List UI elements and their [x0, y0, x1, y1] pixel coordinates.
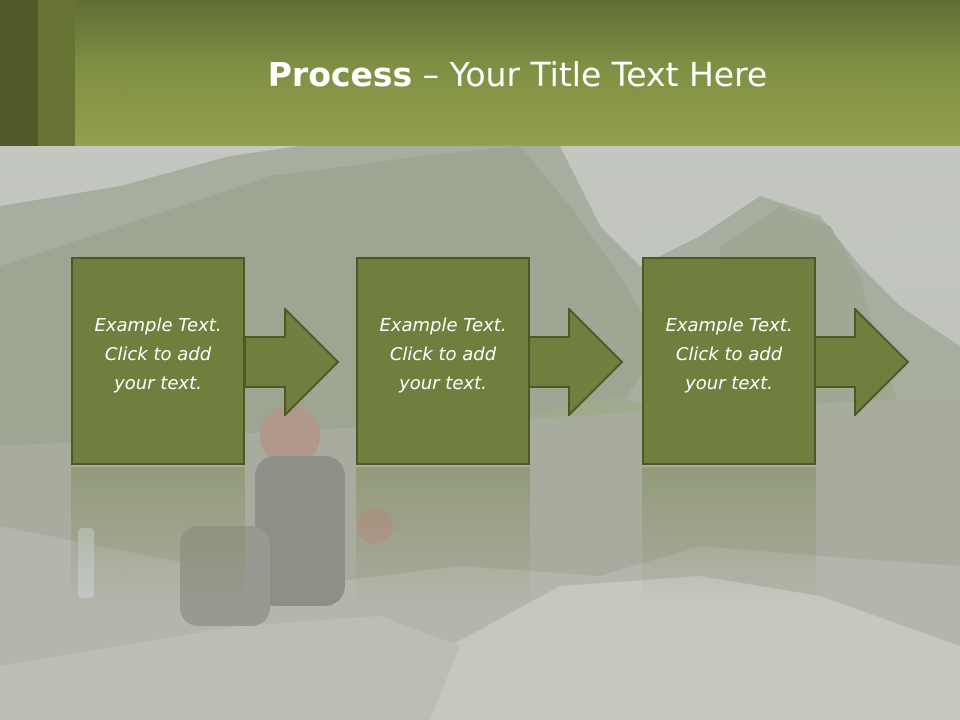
process-step-3[interactable]: Example Text. Click to add your text.: [642, 257, 816, 465]
step-reflection: [71, 467, 245, 607]
step-text-line3: your text.: [685, 373, 773, 394]
title-banner: Process – Your Title Text Here: [0, 0, 960, 146]
title-rest: – Your Title Text Here: [412, 55, 768, 94]
title-bold: Process: [267, 55, 413, 94]
right-arrow-icon: [528, 308, 624, 416]
step-text-line1: Example Text.: [665, 315, 793, 336]
step-text-line2: Click to add: [389, 344, 497, 365]
step-reflection: [356, 467, 530, 607]
step-text-line2: Click to add: [104, 344, 212, 365]
right-arrow-icon: [244, 308, 340, 416]
step-text-line1: Example Text.: [379, 315, 507, 336]
step-text: Example Text. Click to add your text.: [644, 311, 814, 398]
step-text: Example Text. Click to add your text.: [73, 311, 243, 398]
banner-accent-mid: [38, 0, 75, 146]
step-text-line3: your text.: [114, 373, 202, 394]
right-arrow-icon: [814, 308, 910, 416]
step-reflection: [642, 467, 816, 607]
step-text-line2: Click to add: [675, 344, 783, 365]
step-text: Example Text. Click to add your text.: [358, 311, 528, 398]
step-text-line3: your text.: [399, 373, 487, 394]
process-step-1[interactable]: Example Text. Click to add your text.: [71, 257, 245, 465]
banner-accent-dark: [0, 0, 38, 146]
step-text-line1: Example Text.: [94, 315, 222, 336]
process-step-2[interactable]: Example Text. Click to add your text.: [356, 257, 530, 465]
slide-title[interactable]: Process – Your Title Text Here: [75, 52, 960, 98]
